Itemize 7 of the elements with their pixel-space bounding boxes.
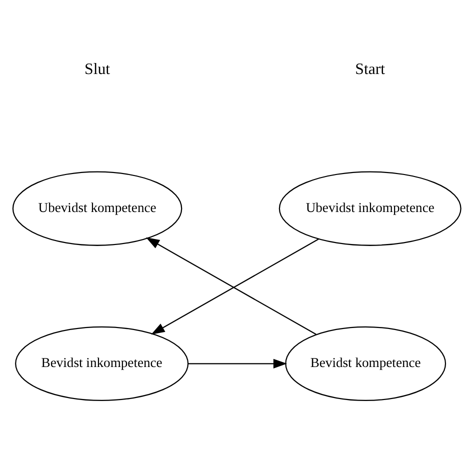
label: Slut — [84, 61, 110, 78]
arrow — [188, 358, 287, 368]
node-ellipse: Ubevidst inkompetence — [278, 171, 462, 246]
node-ellipse: Bevidst kompetence — [285, 326, 446, 402]
node-ellipse: Bevidst inkompetence — [15, 326, 189, 402]
node-ellipse: Ubevidst kompetence — [12, 171, 182, 246]
label: Start — [355, 61, 386, 78]
